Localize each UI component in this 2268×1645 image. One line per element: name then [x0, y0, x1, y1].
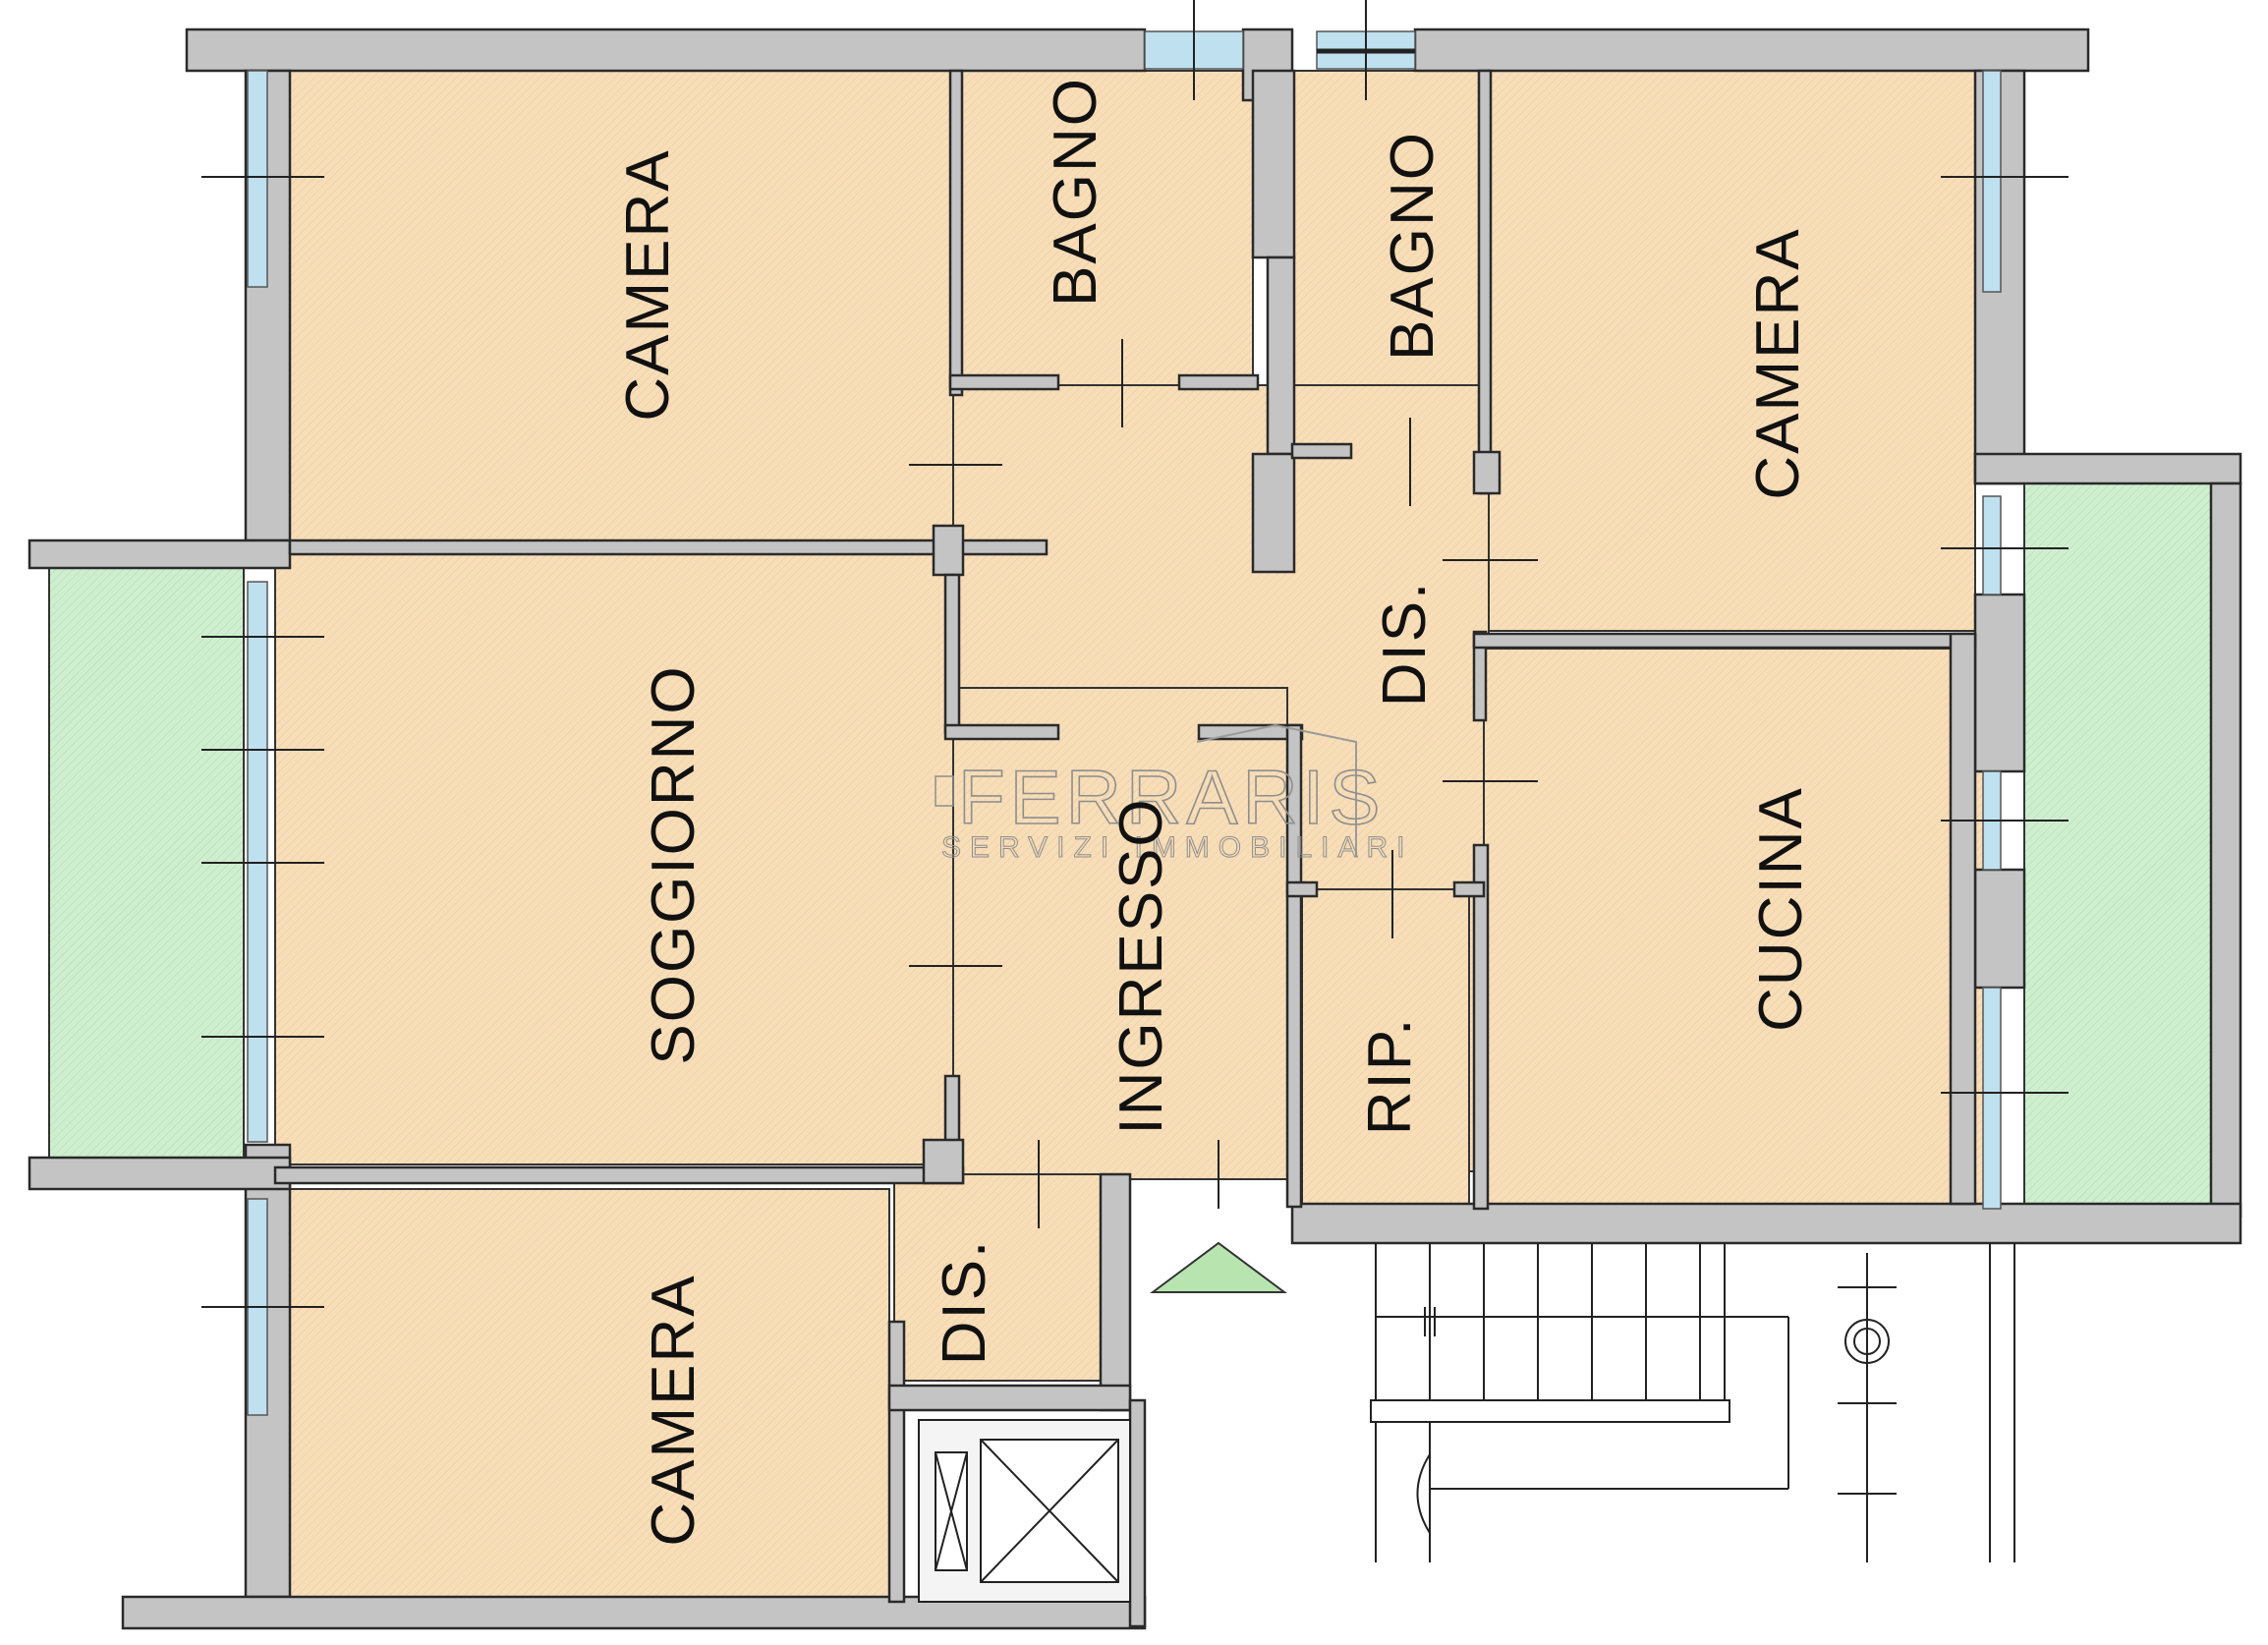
walls: [28, 28, 2242, 1630]
label-bagno-left: BAGNO: [1042, 77, 1109, 307]
window-right-cucina-lower: [1982, 987, 2002, 1210]
watermark: FERRARIS SERVIZI IMMOBILIARI: [935, 723, 1414, 865]
floor-camera-top-right: [1488, 70, 1976, 632]
window-right-camera: [1982, 70, 2002, 293]
door-marks: [909, 339, 1538, 1228]
window-right-camera-lower: [1982, 495, 2002, 596]
label-cucina: CUCINA: [1747, 786, 1815, 1032]
window-ticks: [201, 0, 2069, 1308]
room-labels: CAMERA BAGNO BAGNO CAMERA SOGGIORNO INGR…: [614, 77, 1815, 1547]
window-left-camera: [247, 70, 268, 288]
label-dis-bottom: DIS.: [931, 1239, 998, 1366]
label-bagno-right: BAGNO: [1379, 131, 1446, 361]
label-camera-top-left: CAMERA: [614, 148, 682, 421]
staircase: [1370, 1243, 2015, 1562]
floor-bagno-left: [957, 70, 1254, 386]
label-camera-bottom-left: CAMERA: [640, 1274, 708, 1546]
entrance-arrow-icon: [1149, 1241, 1288, 1293]
floor-soggiorno: [274, 549, 954, 1165]
room-fills: [274, 70, 1986, 1603]
label-rip: RIP.: [1356, 1017, 1424, 1136]
label-ingresso: INGRESSO: [1107, 797, 1175, 1134]
label-soggiorno: SOGGIORNO: [640, 664, 708, 1064]
label-dis-center: DIS.: [1371, 581, 1439, 708]
floor-rip: [1301, 888, 1470, 1205]
label-camera-top-right: CAMERA: [1744, 227, 1812, 499]
balcony-right: [2023, 482, 2212, 1218]
floor-dis-bottom: [893, 1173, 1102, 1382]
lift-shaft: [918, 1419, 1131, 1603]
floor-cucina: [1483, 648, 1986, 1205]
watermark-logo-mark: [935, 775, 954, 807]
watermark-brand: FERRARIS: [958, 754, 1385, 840]
watermark-tagline: SERVIZI IMMOBILIARI: [941, 831, 1414, 864]
floor-camera-bottom-left: [289, 1188, 890, 1603]
house-outline-icon: [1196, 723, 1357, 857]
